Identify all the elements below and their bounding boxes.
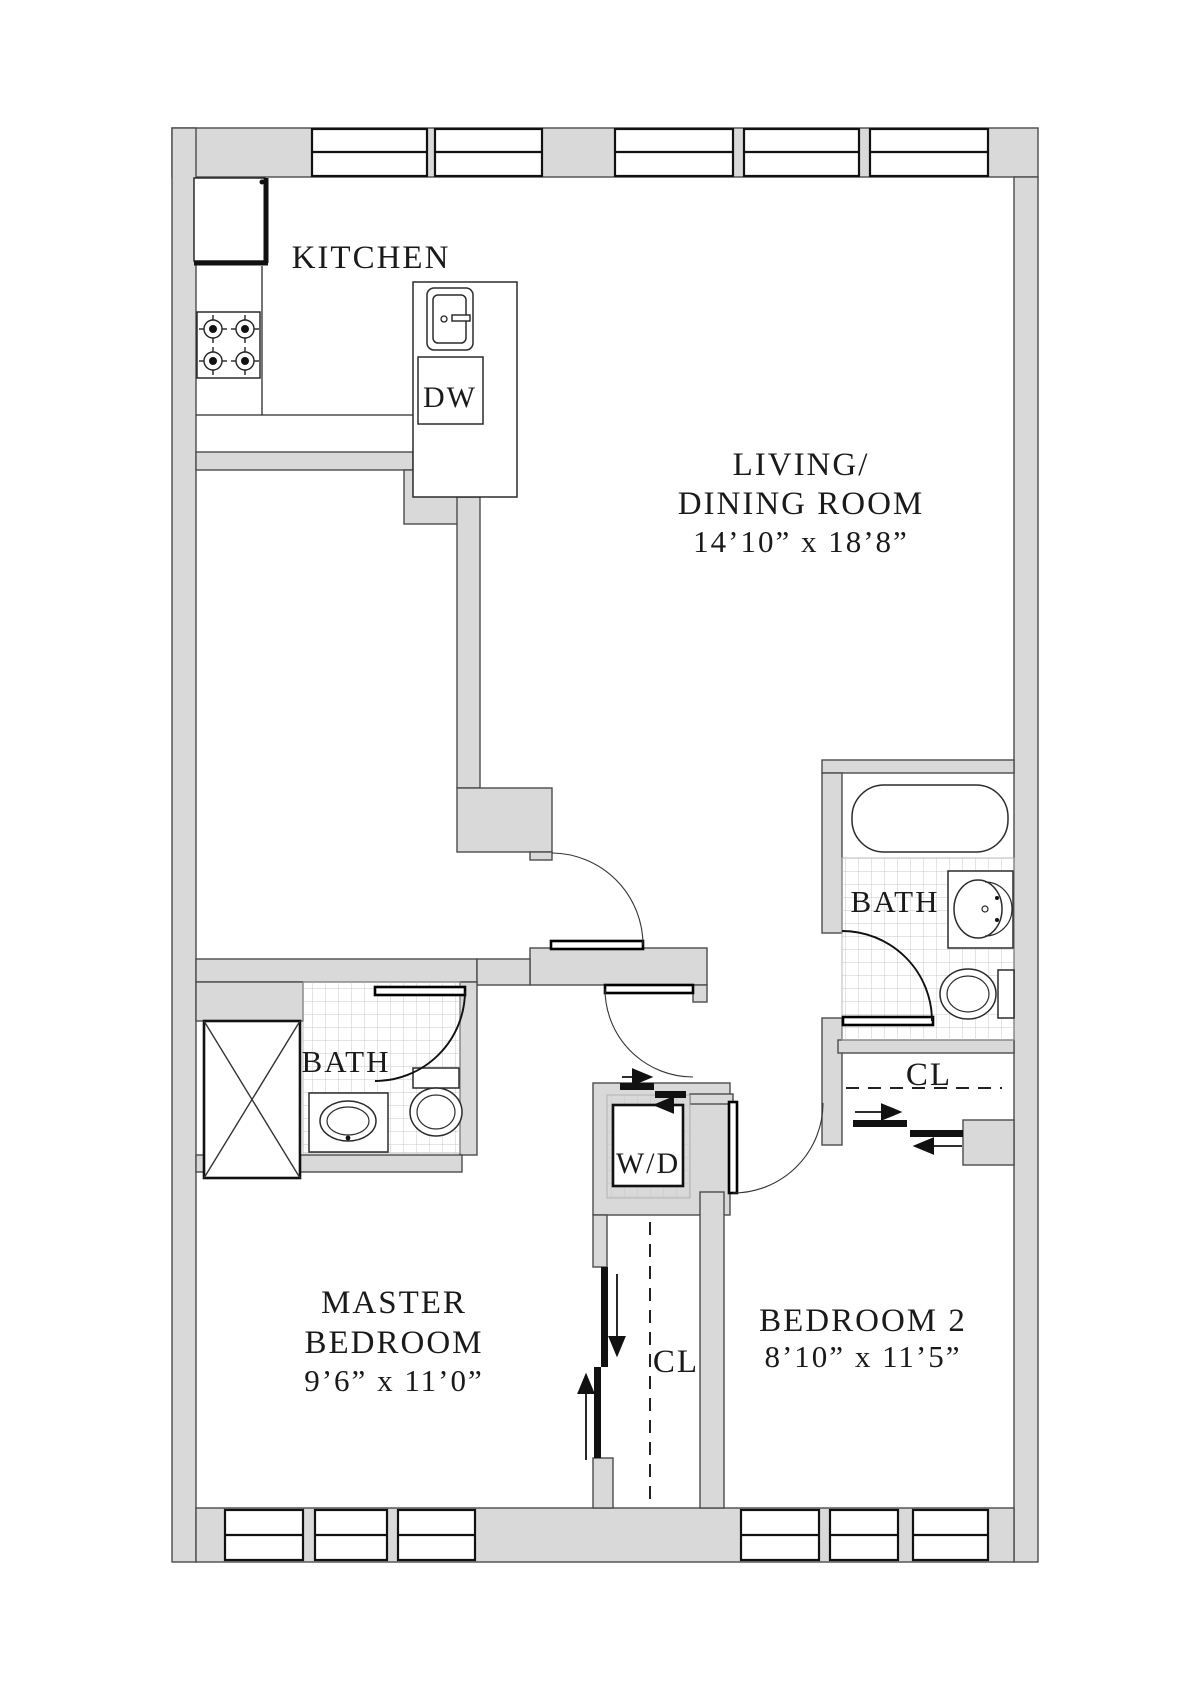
windows — [223, 127, 990, 1562]
window — [868, 127, 990, 178]
wall-entry-stub — [529, 851, 553, 861]
shower — [202, 1019, 302, 1180]
washer-dryer-sliding-doors — [620, 1068, 686, 1114]
toilet — [939, 968, 1015, 1020]
master-bedroom-dimensions: 9’6” x 11’0” — [304, 1363, 484, 1398]
window — [396, 1508, 477, 1562]
window — [433, 127, 544, 178]
closet-rods — [649, 1087, 1002, 1502]
sink — [308, 1092, 389, 1153]
wall-kitchen-south — [195, 451, 414, 471]
bath-right-fixtures — [851, 784, 1015, 1020]
living-room-label-line2: DINING ROOM — [678, 486, 925, 522]
closet-center-label: CL — [653, 1344, 699, 1380]
washer-dryer-label: W/D — [616, 1147, 680, 1180]
bathtub — [851, 784, 1009, 853]
window — [739, 1508, 821, 1562]
living-room-label-line1: LIVING/ — [733, 447, 870, 483]
dishwasher-label: DW — [423, 381, 477, 414]
wall-left — [171, 127, 197, 1563]
wall-bath-right-south — [837, 1039, 1015, 1054]
bedroom2-door — [727, 1100, 824, 1195]
window — [828, 1508, 900, 1562]
kitchen-fixtures: DW — [193, 177, 518, 498]
master-bedroom-door — [603, 983, 695, 1078]
wall-right — [1013, 176, 1039, 1563]
window — [742, 127, 861, 178]
wall-closet-center-stub-top — [592, 1214, 608, 1268]
wall-divider-step — [476, 958, 531, 986]
wall-entry-band — [529, 947, 708, 986]
doors — [373, 852, 935, 1195]
bath-left-door — [373, 985, 467, 1082]
window — [223, 1508, 305, 1562]
window — [310, 127, 429, 178]
stove — [196, 311, 261, 379]
wall-bath-right-north — [821, 759, 1015, 774]
living-room-dimensions: 14’10” x 18’8” — [693, 524, 909, 559]
kitchen-sink — [426, 287, 474, 351]
bath-left-fixtures — [202, 1019, 463, 1180]
wall-entry-jamb — [692, 984, 708, 1003]
bath-right-door — [841, 930, 935, 1027]
counter-dot — [259, 179, 265, 185]
wall-closet-center-stub-bottom — [592, 1457, 614, 1509]
bedroom2-label: BEDROOM 2 — [759, 1303, 967, 1339]
closet-right-sliding-doors — [853, 1103, 963, 1155]
room-labels: KITCHEN LIVING/ DINING ROOM 14’10” x 18’… — [292, 240, 967, 1398]
toilet — [409, 1067, 463, 1137]
wall-living-west — [456, 496, 481, 789]
wall-living-west-block — [456, 787, 553, 853]
master-bedroom-label-line2: BEDROOM — [304, 1325, 483, 1361]
bath-right-label: BATH — [851, 884, 940, 919]
wall-bedroom2-door-stub — [689, 1093, 734, 1105]
window — [911, 1508, 990, 1562]
wall-closet-right-step — [962, 1119, 1015, 1166]
window — [313, 1508, 389, 1562]
washer-dryer-unit: W/D — [611, 1103, 685, 1188]
sink — [947, 870, 1014, 949]
window — [613, 127, 735, 178]
kitchen-label: KITCHEN — [292, 240, 451, 276]
dishwasher: DW — [417, 356, 484, 425]
wall-bedroom2-west — [699, 1191, 725, 1509]
wall-bath-left-top — [195, 981, 304, 1022]
sliding-doors — [577, 1068, 963, 1460]
refrigerator — [193, 177, 266, 262]
closet-center-sliding-doors — [577, 1267, 626, 1460]
bedroom2-dimensions: 8’10” x 11’5” — [764, 1339, 961, 1374]
wall-bath-right-west-lower — [821, 1017, 843, 1146]
wall-divider — [195, 958, 478, 983]
bath-left-label: BATH — [302, 1044, 391, 1079]
wall-bath-right-west-upper — [821, 772, 843, 934]
entry-door — [549, 852, 645, 951]
master-bedroom-label-line1: MASTER — [321, 1285, 467, 1321]
closet-right-label: CL — [906, 1057, 952, 1093]
